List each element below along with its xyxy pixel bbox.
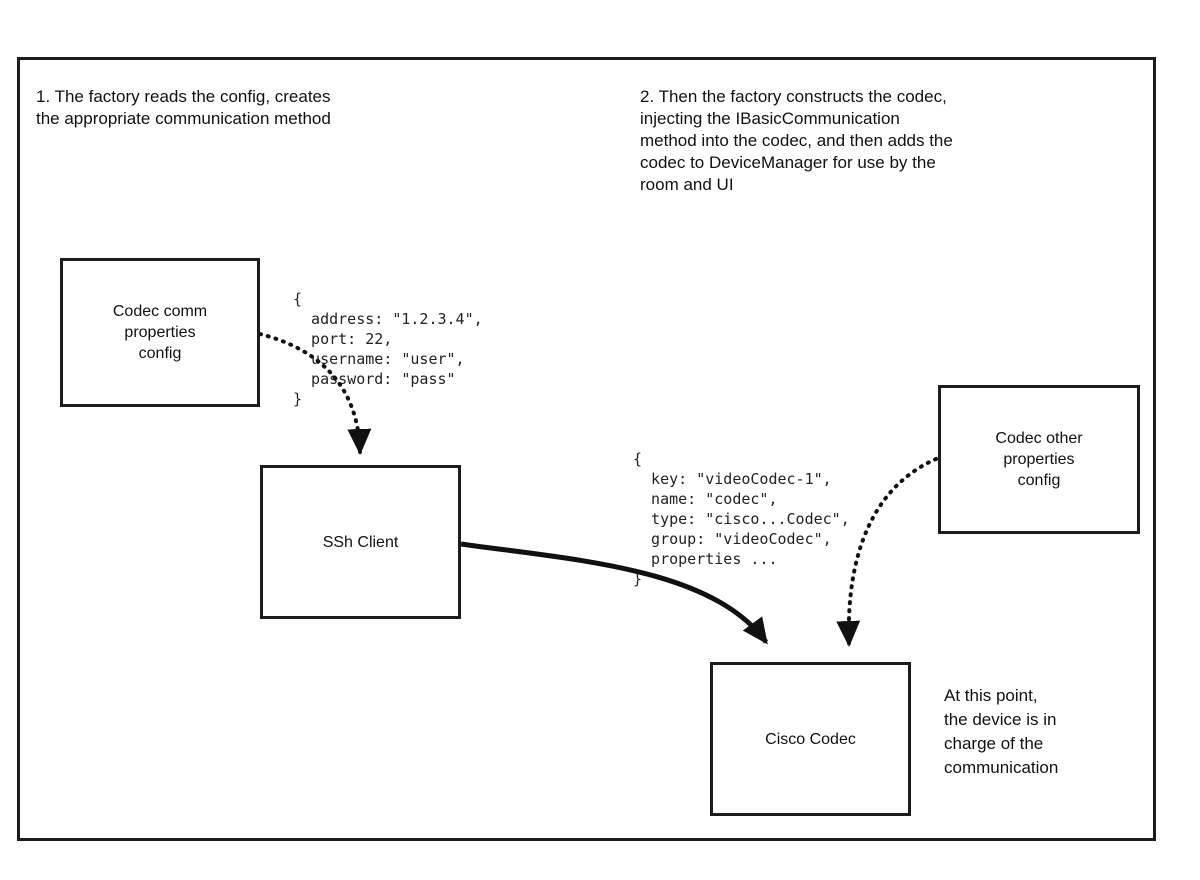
arrow-comm-config-to-ssh-client (258, 332, 372, 455)
code-comm-properties: { address: "1.2.3.4", port: 22, username… (293, 290, 483, 408)
note-step1: 1. The factory reads the config, creates… (36, 87, 331, 128)
box-cisco-codec-label: Cisco Codec (765, 730, 856, 748)
note-step2: 2. Then the factory constructs the codec… (640, 87, 953, 194)
box-cisco-codec: Cisco Codec (710, 662, 911, 816)
box-codec-other-properties-config: Codec other properties config (938, 385, 1140, 534)
code-codec-properties: { key: "videoCodec-1", name: "codec", ty… (633, 450, 850, 588)
box-codec-comm-properties-config-label: Codec comm properties config (112, 303, 208, 362)
arrow-ssh-client-to-cisco-codec (460, 541, 769, 645)
arrow-other-config-to-cisco-codec (836, 457, 938, 647)
box-codec-comm-properties-config: Codec comm properties config (60, 258, 260, 407)
diagram-border (17, 57, 1156, 841)
box-ssh-client: SSh Client (260, 465, 461, 619)
box-ssh-client-label: SSh Client (322, 533, 399, 551)
box-codec-other-properties-config-label: Codec other properties config (995, 430, 1083, 489)
note-endpoint: At this point, the device is in charge o… (944, 686, 1059, 777)
